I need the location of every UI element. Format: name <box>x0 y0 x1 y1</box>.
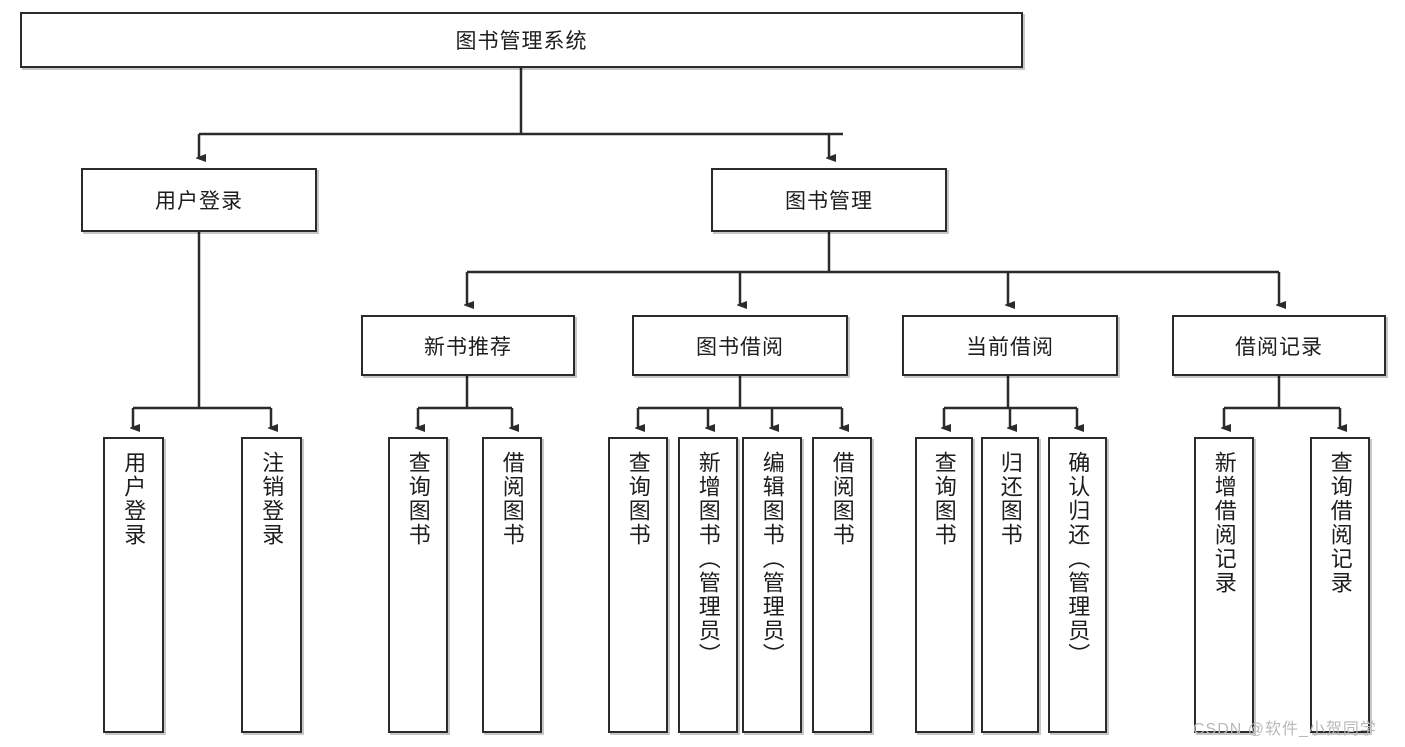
node-borrow-record[interactable]: 借阅记录 <box>1172 315 1386 376</box>
node-label: 查询图书 <box>405 451 431 547</box>
node-label: 查询图书 <box>931 451 957 547</box>
leaf-borrowrecord-query-record[interactable]: 查询借阅记录 <box>1310 437 1370 733</box>
node-label: 查询借阅记录 <box>1327 451 1353 595</box>
node-label: 借阅图书 <box>829 451 855 547</box>
leaf-currentborrow-return-book[interactable]: 归还图书 <box>981 437 1039 733</box>
leaf-bookborrow-add-book[interactable]: 新增图书（管理员） <box>678 437 738 733</box>
leaf-bookborrow-edit-book[interactable]: 编辑图书（管理员） <box>742 437 802 733</box>
node-label: 用户登录 <box>121 451 147 547</box>
leaf-borrowrecord-add-record[interactable]: 新增借阅记录 <box>1194 437 1254 733</box>
node-label: 用户登录 <box>155 190 243 213</box>
leaf-logout[interactable]: 注销登录 <box>241 437 302 733</box>
node-label: 当前借阅 <box>966 335 1054 359</box>
node-label: 编辑图书（管理员） <box>759 451 785 667</box>
node-label: 借阅图书 <box>499 451 525 547</box>
leaf-user-login[interactable]: 用户登录 <box>103 437 164 733</box>
node-new-book-recommend[interactable]: 新书推荐 <box>361 315 575 376</box>
node-book-borrow[interactable]: 图书借阅 <box>632 315 848 376</box>
leaf-bookborrow-query-book[interactable]: 查询图书 <box>608 437 668 733</box>
node-label: 归还图书 <box>997 451 1023 547</box>
node-label: 图书管理系统 <box>455 30 588 53</box>
leaf-currentborrow-confirm-return[interactable]: 确认归还（管理员） <box>1048 437 1107 733</box>
leaf-newbook-borrow-book[interactable]: 借阅图书 <box>482 437 542 733</box>
node-label: 图书管理 <box>785 190 873 213</box>
node-root-book-management-system[interactable]: 图书管理系统 <box>20 12 1023 68</box>
leaf-newbook-query-book[interactable]: 查询图书 <box>388 437 448 733</box>
node-label: 确认归还（管理员） <box>1065 451 1091 667</box>
node-label: 新增图书（管理员） <box>695 451 721 667</box>
node-user-login[interactable]: 用户登录 <box>81 168 317 232</box>
node-book-management[interactable]: 图书管理 <box>711 168 947 232</box>
node-label: 注销登录 <box>259 451 285 547</box>
node-label: 图书借阅 <box>696 335 784 359</box>
node-label: 查询图书 <box>625 451 651 547</box>
node-label: 借阅记录 <box>1235 335 1323 359</box>
node-label: 新书推荐 <box>424 335 512 359</box>
watermark: CSDN @软件_小贺同学 <box>1193 721 1377 738</box>
node-current-borrow[interactable]: 当前借阅 <box>902 315 1118 376</box>
node-label: 新增借阅记录 <box>1211 451 1237 595</box>
leaf-currentborrow-query-book[interactable]: 查询图书 <box>915 437 973 733</box>
leaf-bookborrow-borrow-book[interactable]: 借阅图书 <box>812 437 872 733</box>
